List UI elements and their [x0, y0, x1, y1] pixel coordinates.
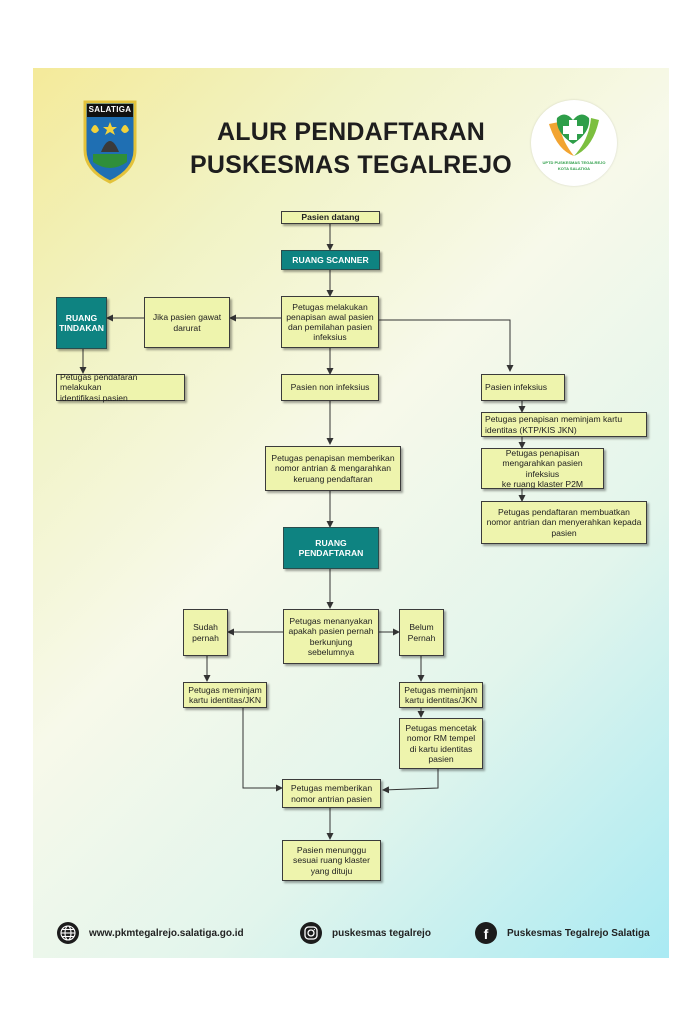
facebook-text: Puskesmas Tegalrejo Salatiga — [507, 927, 650, 939]
box-arahkan-p2m: Petugas penapisan mengarahkan pasien inf… — [481, 448, 604, 489]
instagram-text: puskesmas tegalrejo — [332, 927, 431, 939]
box-beri-antrian: Petugas memberikan nomor antrian pasien — [282, 779, 381, 808]
puskesmas-logo-text-1: UPTD PUSKESMAS TEGALREJO — [542, 160, 606, 165]
globe-icon — [57, 922, 79, 944]
box-cetak-rm: Petugas mencetak nomor RM tempel di kart… — [399, 718, 483, 769]
box-pasien-datang: Pasien datang — [281, 211, 380, 224]
box-pinjam-ktp: Petugas penapisan meminjam kartu identit… — [481, 412, 647, 437]
box-antrian-infeksius: Petugas pendaftaran membuatkan nomor ant… — [481, 501, 647, 544]
footer-instagram[interactable]: puskesmas tegalrejo — [300, 922, 431, 944]
box-menunggu: Pasien menunggu sesuai ruang klaster yan… — [282, 840, 381, 881]
box-belum-pernah: Belum Pernah — [399, 609, 444, 656]
instagram-icon — [300, 922, 322, 944]
box-pinjam-kartu-sudah: Petugas meminjam kartu identitas/JKN — [183, 682, 267, 708]
box-pinjam-kartu-belum: Petugas meminjam kartu identitas/JKN — [399, 682, 483, 708]
box-penapisan-awal: Petugas melakukan penapisan awal pasien … — [281, 296, 379, 348]
box-infeksius: Pasien infeksius — [481, 374, 565, 401]
box-ruang-tindakan: RUANG TINDAKAN — [56, 297, 107, 349]
facebook-icon: f — [475, 922, 497, 944]
flow-connectors — [79, 224, 526, 840]
box-identifikasi: Petugas pendafaran melakukan identifikas… — [56, 372, 185, 403]
box-ruang-scanner: RUANG SCANNER — [281, 250, 380, 270]
puskesmas-logo: UPTD PUSKESMAS TEGALREJO KOTA SALATIGA — [531, 100, 617, 186]
box-ruang-pendaftaran: RUANG PENDAFTARAN — [283, 527, 379, 569]
title-line-1: ALUR PENDAFTARAN — [217, 118, 485, 146]
box-nomor-antrian: Petugas penapisan memberikan nomor antri… — [265, 446, 401, 491]
box-sudah-pernah: Sudah pernah — [183, 609, 228, 656]
box-non-infeksius: Pasien non infeksius — [281, 374, 379, 401]
footer-facebook[interactable]: f Puskesmas Tegalrejo Salatiga — [475, 922, 650, 944]
salatiga-logo: SALATIGA — [81, 100, 139, 184]
poster: SALATIGA UPTD PUSKESMAS TEGALREJO KOTA S… — [33, 68, 669, 958]
puskesmas-logo-text-2: KOTA SALATIGA — [557, 166, 591, 171]
footer-website[interactable]: www.pkmtegalrejo.salatiga.go.id — [57, 922, 244, 944]
box-gawat-darurat: Jika pasien gawat darurat — [144, 297, 230, 348]
website-text: www.pkmtegalrejo.salatiga.go.id — [89, 927, 244, 939]
box-tanya-kunjungan: Petugas menanyakan apakah pasien pernah … — [283, 609, 379, 664]
title-line-2: PUSKESMAS TEGALREJO — [190, 151, 512, 179]
salatiga-logo-text: SALATIGA — [88, 105, 132, 114]
